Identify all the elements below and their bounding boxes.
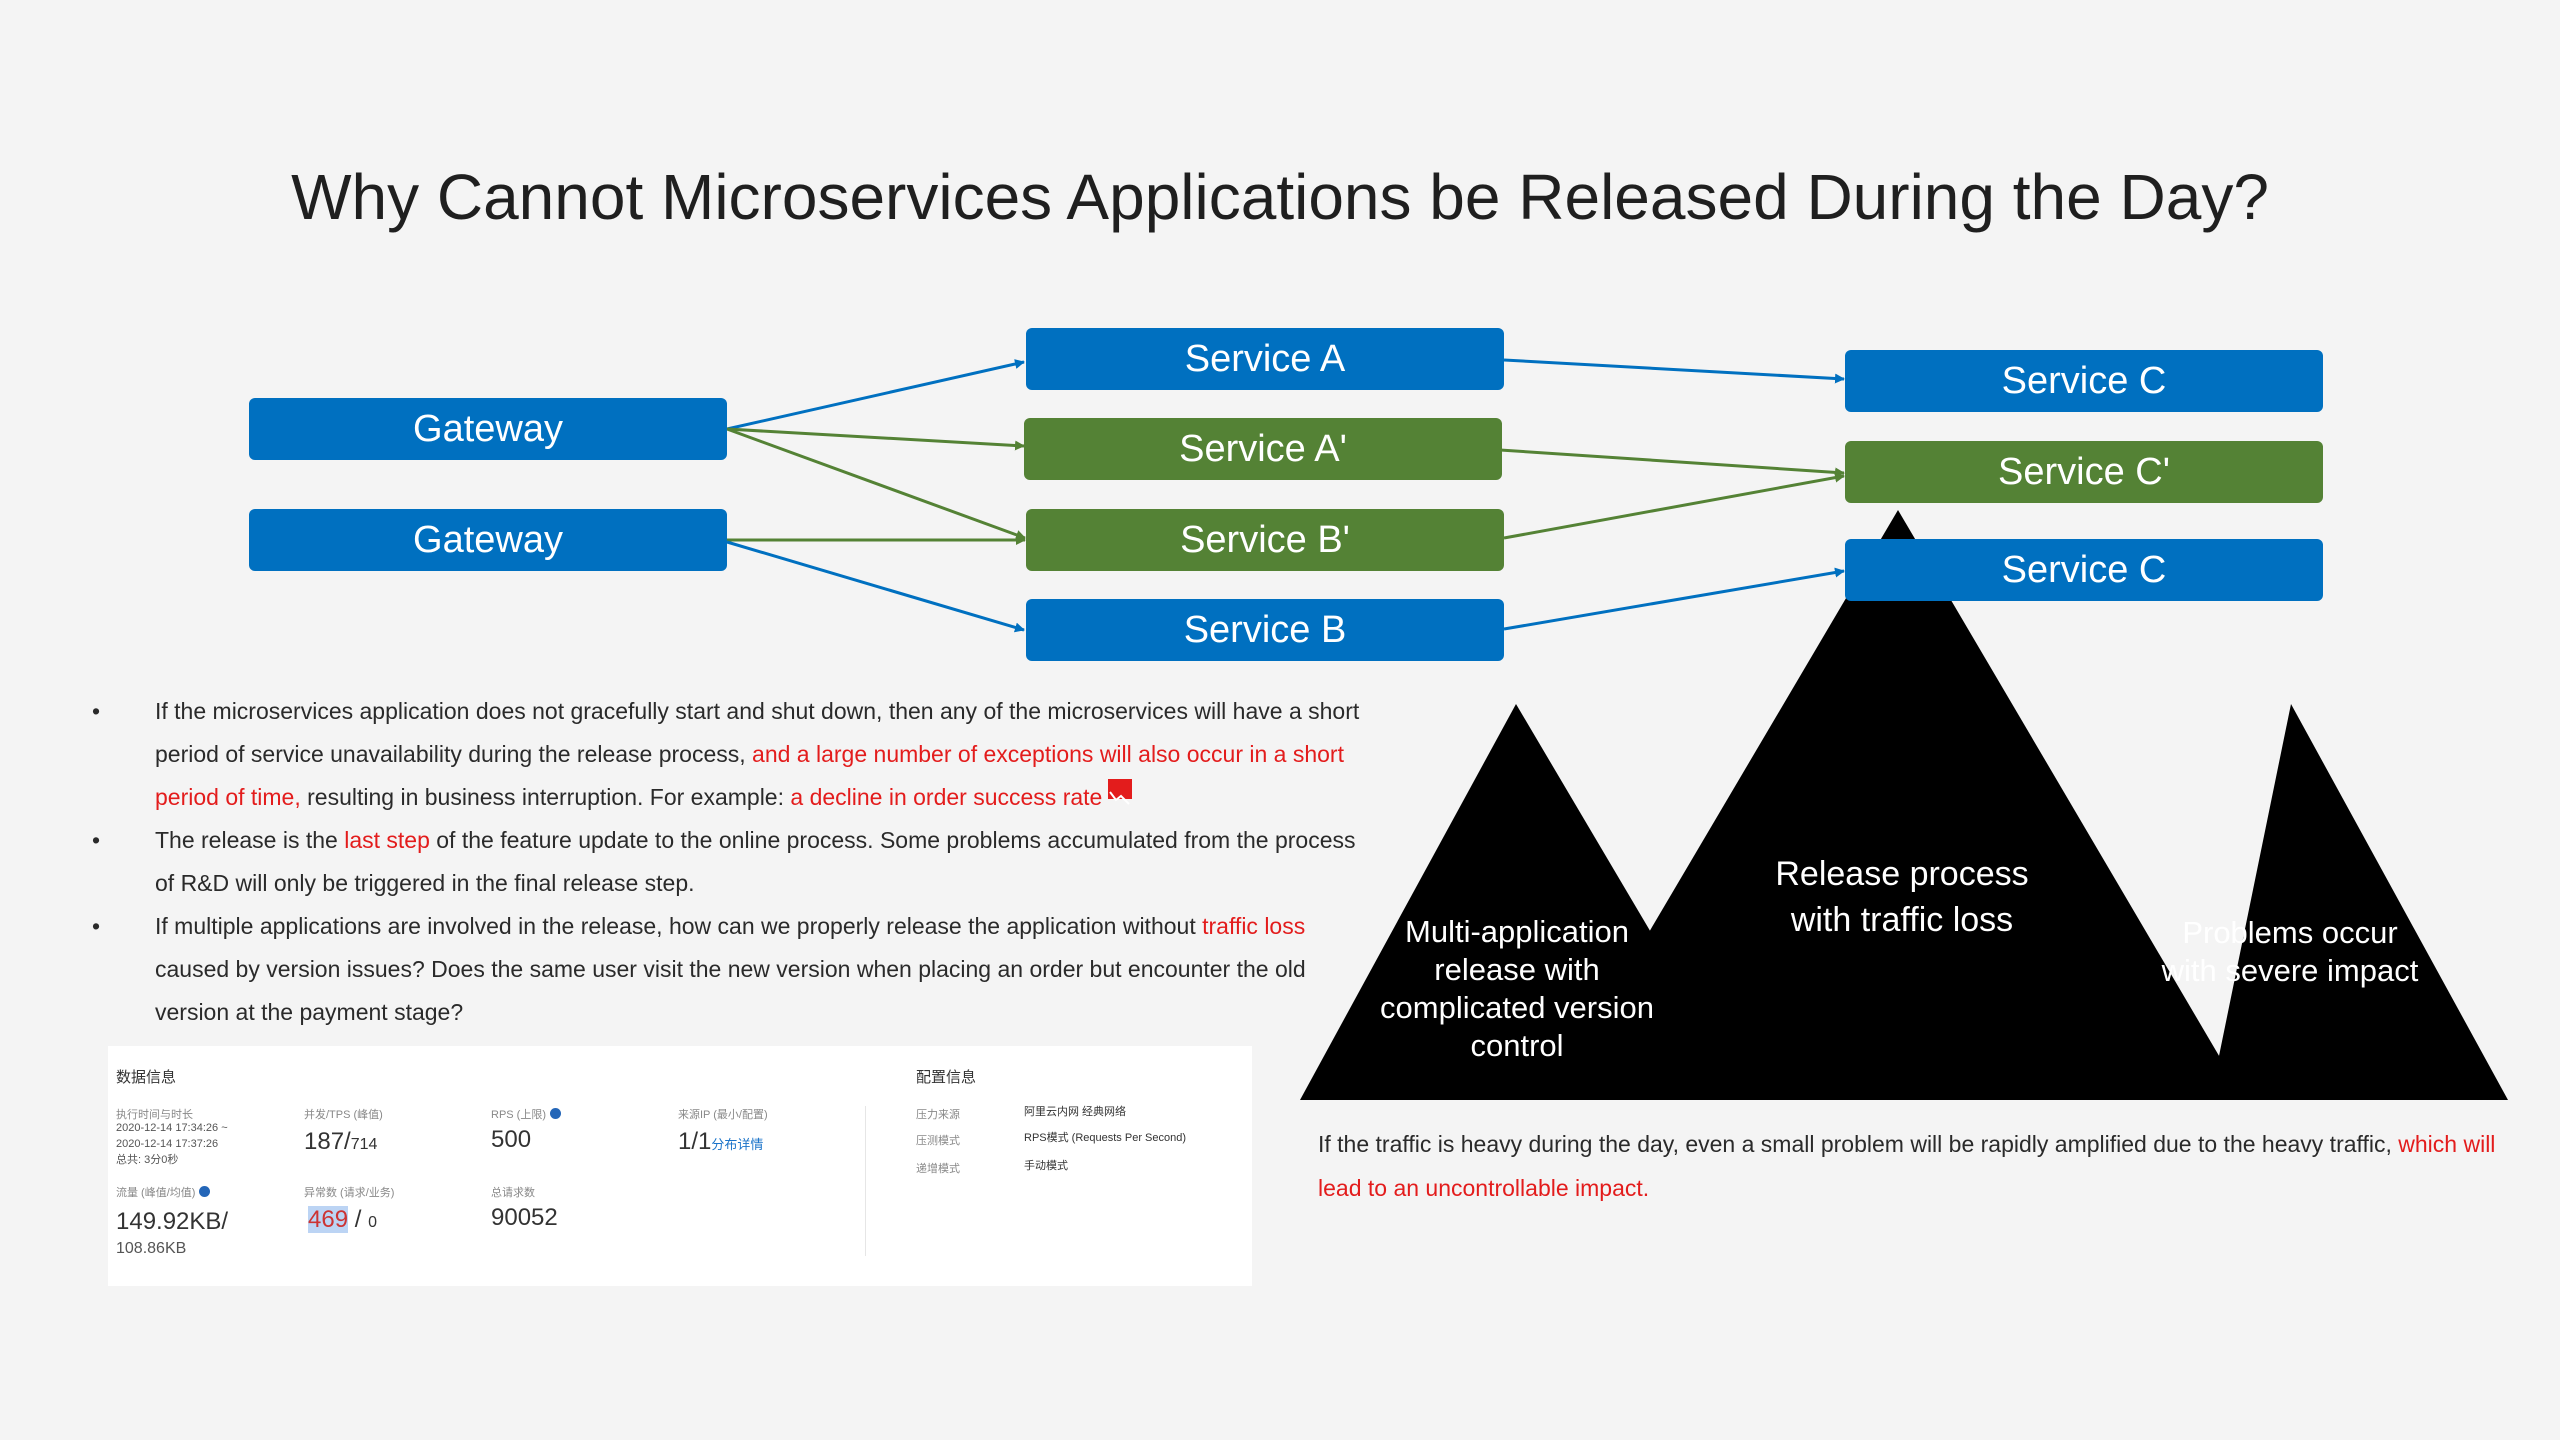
service-c-top-box: Service C <box>1845 350 2323 412</box>
config-key-3: 递增模式 <box>916 1163 960 1175</box>
config-val-3: 手动模式 <box>1024 1160 1068 1172</box>
total-requests-value: 90052 <box>491 1204 558 1231</box>
bullet-list: • If the microservices application does … <box>92 690 1372 1034</box>
bullet-marker: • <box>92 827 101 853</box>
rps-value: 500 <box>491 1126 532 1153</box>
bullet-1-text-2: resulting in business interruption. For … <box>300 784 791 810</box>
exec-end: 2020-12-14 17:37:26 <box>116 1138 219 1150</box>
source-ip-label: 来源IP (最小/配置) <box>678 1109 768 1121</box>
config-val-1: 阿里云内网 经典网络 <box>1024 1106 1127 1118</box>
traffic-label: 流量 (峰值/均值) <box>116 1184 211 1200</box>
source-ip-value: 1/1分布详情 <box>678 1128 764 1155</box>
total-requests-label: 总请求数 <box>491 1187 535 1199</box>
exec-start: 2020-12-14 17:34:26 ~ <box>116 1122 228 1134</box>
arrow-service-a-prime-to-service-c-prime <box>1499 448 1845 478</box>
exceptions-label: 异常数 (请求/业务) <box>304 1187 395 1199</box>
mountain-right-label: Problems occur with severe impact <box>2161 915 2419 988</box>
panel-divider <box>865 1106 866 1256</box>
bullet-3-text: If multiple applications are involved in… <box>155 913 1203 939</box>
service-b-box: Service B <box>1026 599 1504 661</box>
rps-label: RPS (上限) <box>491 1106 561 1122</box>
bullet-item: • The release is the last step of the fe… <box>92 819 1372 905</box>
gateway-top-box: Gateway <box>249 398 727 460</box>
center-mountain <box>1550 510 2245 1100</box>
bullet-2-text-2: of the feature update to the online proc… <box>155 827 1356 896</box>
page-title: Why Cannot Microservices Applications be… <box>291 161 2269 233</box>
bullet-2-text: The release is the <box>155 827 345 853</box>
load-test-data-panel: 数据信息 配置信息 执行时间与时长 2020-12-14 17:34:26 ~ … <box>108 1046 1252 1286</box>
flow-arrows <box>726 358 1845 633</box>
service-b-prime-box: Service B' <box>1026 509 1504 571</box>
mountain-left-label: Multi-application release with complicat… <box>1380 914 1654 1063</box>
exceptions-value: 469 / 0 <box>308 1206 377 1233</box>
bullet-2-highlight: last step <box>344 827 430 853</box>
distribution-details-link[interactable]: 分布详情 <box>711 1137 764 1152</box>
bullet-1-highlight-2: a decline in order success rate <box>790 784 1103 810</box>
right-mountain <box>2210 704 2508 1100</box>
bullet-marker: • <box>92 698 101 724</box>
arrow-service-a-to-service-c <box>1503 358 1845 384</box>
concurrency-label: 并发/TPS (峰值) <box>304 1109 383 1121</box>
concurrency-value: 187/714 <box>304 1128 378 1155</box>
bullet-item: • If the microservices application does … <box>92 690 1372 819</box>
footer-note: If the traffic is heavy during the day, … <box>1318 1122 2508 1210</box>
service-c-prime-box: Service C' <box>1845 441 2323 503</box>
risk-mountains <box>1300 510 2508 1100</box>
arrow-gateway-to-service-a <box>726 359 1025 431</box>
bullet-1-highlight: and a large number of exceptions will al… <box>155 741 1344 810</box>
bullet-3-text-2: caused by version issues? Does the same … <box>155 956 1306 1025</box>
gateway-bottom-box: Gateway <box>249 509 727 571</box>
footer-highlight: which will lead to an uncontrollable imp… <box>1318 1131 2496 1201</box>
config-val-2: RPS模式 (Requests Per Second) <box>1024 1132 1187 1144</box>
info-icon[interactable] <box>550 1108 561 1119</box>
traffic-avg: 108.86KB <box>116 1240 187 1257</box>
mountain-center-label: Release process with traffic loss <box>1775 855 2029 939</box>
arrow-gateway-to-service-b-prime <box>726 427 1026 540</box>
bullet-3-highlight: traffic loss <box>1202 913 1306 939</box>
exceptions-count: 469 <box>308 1206 349 1233</box>
arrow-service-b-to-service-c <box>1503 567 1845 631</box>
arrow-service-b-prime-to-service-c-prime <box>1503 472 1845 540</box>
service-a-box: Service A <box>1026 328 1504 390</box>
bullet-1-text: If the microservices application does no… <box>155 698 1360 767</box>
config-key-2: 压测模式 <box>916 1135 960 1147</box>
service-c-bottom-box: Service C <box>1845 539 2323 601</box>
bullet-item: • If multiple applications are involved … <box>92 905 1372 1034</box>
arrow-gateway2-to-service-b <box>726 540 1025 633</box>
exec-total: 总共: 3分0秒 <box>116 1154 179 1166</box>
decline-chart-icon <box>1108 779 1133 805</box>
config-key-1: 压力来源 <box>916 1109 960 1121</box>
arrow-gateway-to-service-a-prime <box>726 427 1025 451</box>
service-a-prime-box: Service A' <box>1024 418 1502 480</box>
data-info-header: 数据信息 <box>116 1069 177 1086</box>
traffic-value: 149.92KB/ <box>116 1208 229 1235</box>
footer-text: If the traffic is heavy during the day, … <box>1318 1131 2399 1157</box>
info-icon[interactable] <box>199 1186 211 1197</box>
config-info-header: 配置信息 <box>916 1069 977 1086</box>
bullet-marker: • <box>92 913 101 939</box>
exec-time-value: 2020-12-14 17:34:26 ~ 2020-12-14 17:37:2… <box>116 1120 228 1168</box>
exec-time-label: 执行时间与时长 <box>116 1109 193 1121</box>
